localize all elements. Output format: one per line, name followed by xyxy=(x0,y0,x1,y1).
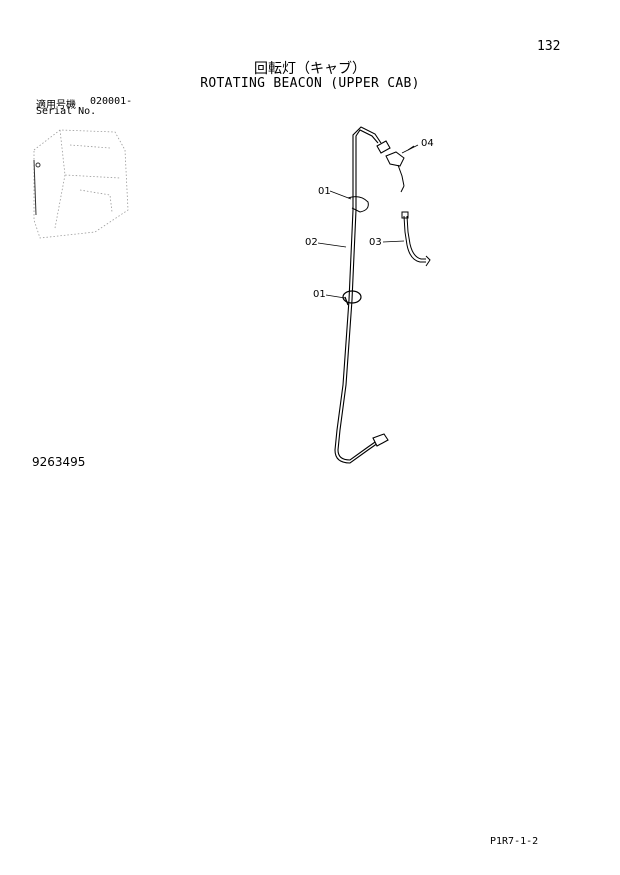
serial-label-japanese: 適用号機 xyxy=(36,100,76,111)
harness-part-02 xyxy=(334,126,391,464)
connector-part-04 xyxy=(385,145,415,193)
catalog-number: 9263495 xyxy=(32,455,86,469)
harness-part-03 xyxy=(401,211,431,267)
serial-range: 020001- xyxy=(90,96,133,107)
location-thumbnail-marker xyxy=(33,159,41,216)
page-code: P1R7-1-2 xyxy=(490,836,539,847)
page-title-japanese: 回転灯（キャブ） xyxy=(254,61,366,77)
serial-label-english: Serial No. xyxy=(36,106,97,117)
callout-02: 02 xyxy=(305,237,318,248)
callout-01-upper: 01 xyxy=(318,186,331,197)
clamp-part-01-lower xyxy=(342,290,362,306)
page-number: 132 xyxy=(537,39,561,54)
callout-04: 04 xyxy=(421,138,434,149)
callout-03: 03 xyxy=(369,237,382,248)
callout-01-lower: 01 xyxy=(313,289,326,300)
location-thumbnail xyxy=(33,129,129,239)
leader-lines xyxy=(317,144,419,299)
page-title-english: ROTATING BEACON (UPPER CAB) xyxy=(200,76,420,91)
clamp-part-01-upper xyxy=(347,196,369,213)
